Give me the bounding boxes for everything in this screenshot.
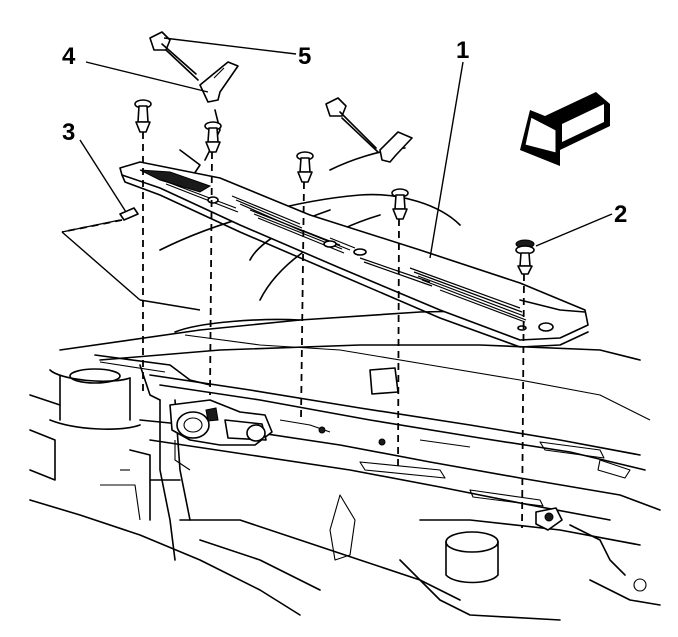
bolt-left (149, 31, 199, 81)
retainer-pin-3 (296, 151, 314, 419)
wiper-motor (169, 399, 386, 471)
callout-5: 5 (298, 43, 311, 70)
cowl-vent-panel (119, 161, 589, 348)
vent-grille-left (161, 179, 305, 233)
retainer-pin-4 (391, 188, 409, 471)
cowl-clip (61, 207, 201, 311)
bolt-right (325, 97, 379, 153)
callout-4: 4 (62, 43, 76, 70)
hinge-bracket-left (199, 61, 239, 103)
hinge-bracket-right (379, 131, 413, 163)
leader-lines (79, 37, 613, 259)
callout-3: 3 (62, 119, 75, 146)
retainer-pin-2 (204, 121, 222, 396)
front-direction-arrow-icon (520, 92, 610, 166)
vent-grille-right (359, 257, 527, 323)
retainer-pin-1 (134, 99, 152, 395)
retainer-pin-5 (515, 239, 535, 529)
callout-2: 2 (614, 201, 627, 228)
callout-1: 1 (456, 37, 469, 64)
vehicle-front-structure (29, 309, 661, 621)
